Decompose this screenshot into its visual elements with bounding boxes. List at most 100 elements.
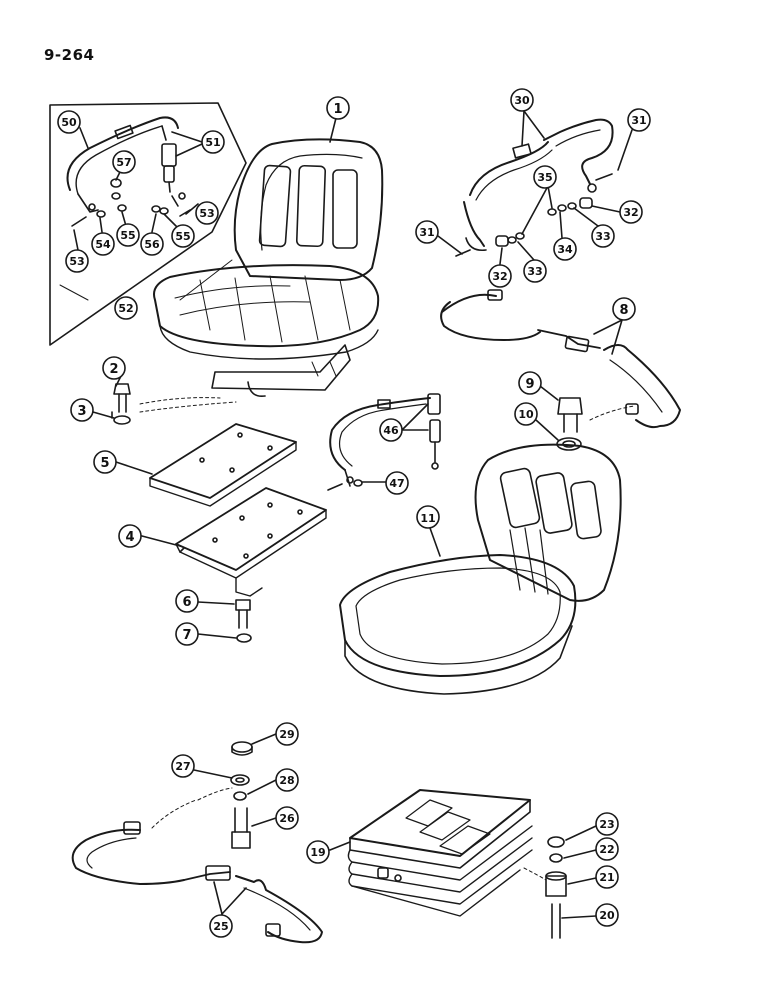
callout-label-51: 51	[205, 136, 220, 149]
seat-1-drawing	[153, 138, 384, 398]
callout-27	[171, 754, 195, 778]
callout-9	[518, 371, 542, 395]
callout-label-50: 50	[61, 116, 77, 129]
callout-4	[118, 524, 142, 548]
callout-label-1: 1	[333, 102, 342, 117]
callout-label-53a: 53	[69, 255, 84, 268]
callout-25	[209, 914, 233, 938]
callout-53a	[65, 249, 89, 273]
callout-1	[326, 96, 350, 120]
callout-29	[275, 722, 299, 746]
callout-57	[112, 150, 136, 174]
callout-label-23: 23	[599, 818, 614, 831]
callout-20	[595, 903, 619, 927]
callout-label-52: 52	[118, 302, 133, 315]
callout-30	[510, 88, 534, 112]
callout-23	[595, 812, 619, 836]
callout-33b	[591, 224, 615, 248]
callout-label-30: 30	[514, 94, 530, 107]
callout-label-55b: 55	[175, 230, 190, 243]
callouts: 1 2 3 4 5 6 7 8 9 1	[57, 88, 651, 938]
belt-30-35	[455, 118, 614, 257]
callout-label-34: 34	[557, 243, 573, 256]
callout-47	[385, 471, 409, 495]
callout-3	[70, 398, 94, 422]
callout-label-9: 9	[525, 377, 534, 392]
belt-kit-inset	[49, 102, 247, 346]
callout-7	[175, 622, 199, 646]
inset-box	[49, 102, 247, 346]
callout-54	[91, 232, 115, 256]
callout-label-31a: 31	[419, 226, 434, 239]
callout-56	[140, 232, 164, 256]
callout-32a	[488, 264, 512, 288]
callout-label-47: 47	[389, 477, 404, 490]
callout-label-33a: 33	[527, 265, 542, 278]
callout-19	[306, 840, 330, 864]
callout-55a	[116, 223, 140, 247]
callout-5	[93, 450, 117, 474]
bolt-6-washer-7	[235, 599, 252, 643]
callout-label-7: 7	[182, 628, 191, 643]
seat-11-drawing	[339, 443, 622, 695]
callout-label-35: 35	[537, 171, 552, 184]
callout-label-20: 20	[599, 909, 615, 922]
callout-label-53b: 53	[199, 207, 214, 220]
callout-51	[201, 130, 225, 154]
callout-53b	[195, 201, 219, 225]
callout-35	[533, 165, 557, 189]
callout-8	[612, 297, 636, 321]
callout-label-46: 46	[383, 424, 399, 437]
callout-label-28: 28	[279, 774, 294, 787]
callout-label-22: 22	[599, 843, 614, 856]
callout-label-29: 29	[279, 728, 294, 741]
callout-label-54: 54	[95, 238, 111, 251]
callout-label-11: 11	[420, 512, 435, 525]
callout-50	[57, 110, 81, 134]
callout-label-19: 19	[310, 846, 325, 859]
page-number: 9-264	[44, 46, 95, 64]
callout-46	[379, 418, 403, 442]
callout-label-33b: 33	[595, 230, 610, 243]
callout-22	[595, 837, 619, 861]
callout-31a	[415, 220, 439, 244]
callout-label-6: 6	[182, 595, 191, 610]
callout-label-27: 27	[175, 760, 190, 773]
callout-21	[595, 865, 619, 889]
suspension-19	[347, 789, 533, 917]
bolt-9-washer-10	[556, 397, 635, 451]
callout-34	[553, 237, 577, 261]
callout-11	[416, 505, 440, 529]
callout-label-4: 4	[125, 530, 134, 545]
callout-label-25: 25	[213, 920, 228, 933]
callout-55b	[171, 224, 195, 248]
hardware-26-29	[197, 741, 253, 849]
callout-10	[514, 402, 538, 426]
callout-label-56: 56	[144, 238, 160, 251]
callout-label-57: 57	[116, 156, 131, 169]
callout-52	[114, 296, 138, 320]
callout-label-26: 26	[279, 812, 295, 825]
callout-6	[175, 589, 199, 613]
callout-26	[275, 806, 299, 830]
bracket-4	[175, 487, 327, 597]
belt-25	[71, 799, 323, 944]
callout-33a	[523, 259, 547, 283]
callout-label-32b: 32	[623, 206, 638, 219]
callout-label-31b: 31	[631, 114, 646, 127]
callout-label-2: 2	[109, 362, 118, 377]
callout-label-10: 10	[518, 408, 534, 421]
bolt-2-washer-3	[113, 383, 237, 425]
callout-label-8: 8	[619, 303, 628, 318]
plate-5	[149, 423, 297, 507]
callout-label-3: 3	[77, 404, 86, 419]
stud-20-23	[523, 836, 567, 939]
belt-46-47	[327, 393, 441, 491]
callout-label-55a: 55	[120, 229, 135, 242]
callout-label-5: 5	[100, 456, 109, 471]
callout-31b	[627, 108, 651, 132]
belt-8	[440, 289, 681, 429]
callout-2	[102, 356, 126, 380]
callout-label-32a: 32	[492, 270, 507, 283]
